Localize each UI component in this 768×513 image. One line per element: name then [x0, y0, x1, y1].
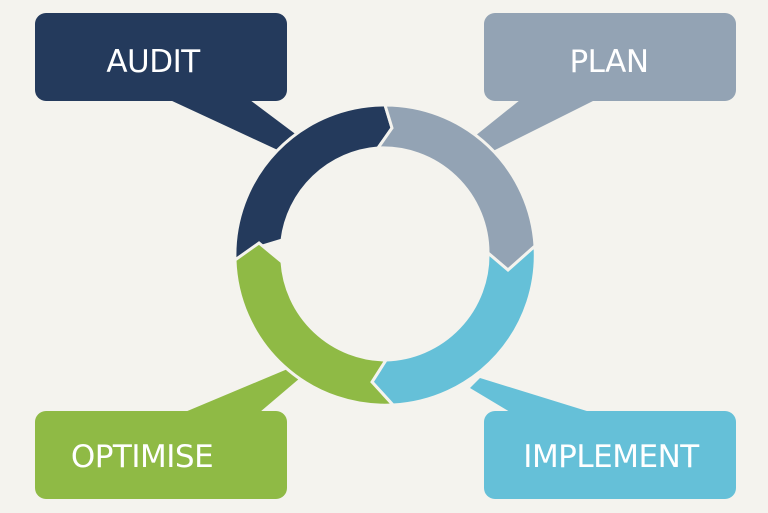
- audit-label: AUDIT: [106, 44, 201, 80]
- plan-box: [484, 13, 736, 101]
- optimise-label: OPTIMISE: [71, 439, 213, 475]
- optimise-segment: [233, 241, 397, 407]
- optimise-pointer: [185, 368, 300, 412]
- audit-segment: [233, 103, 394, 263]
- implement-box: [484, 411, 736, 499]
- implement-pointer: [470, 378, 590, 412]
- optimise-box: [35, 411, 287, 499]
- audit-box: [35, 13, 287, 101]
- plan-label: PLAN: [569, 44, 648, 80]
- implement-label: IMPLEMENT: [523, 439, 700, 475]
- audit-pointer: [170, 100, 310, 158]
- implement-segment: [370, 242, 537, 407]
- plan-pointer: [460, 100, 595, 160]
